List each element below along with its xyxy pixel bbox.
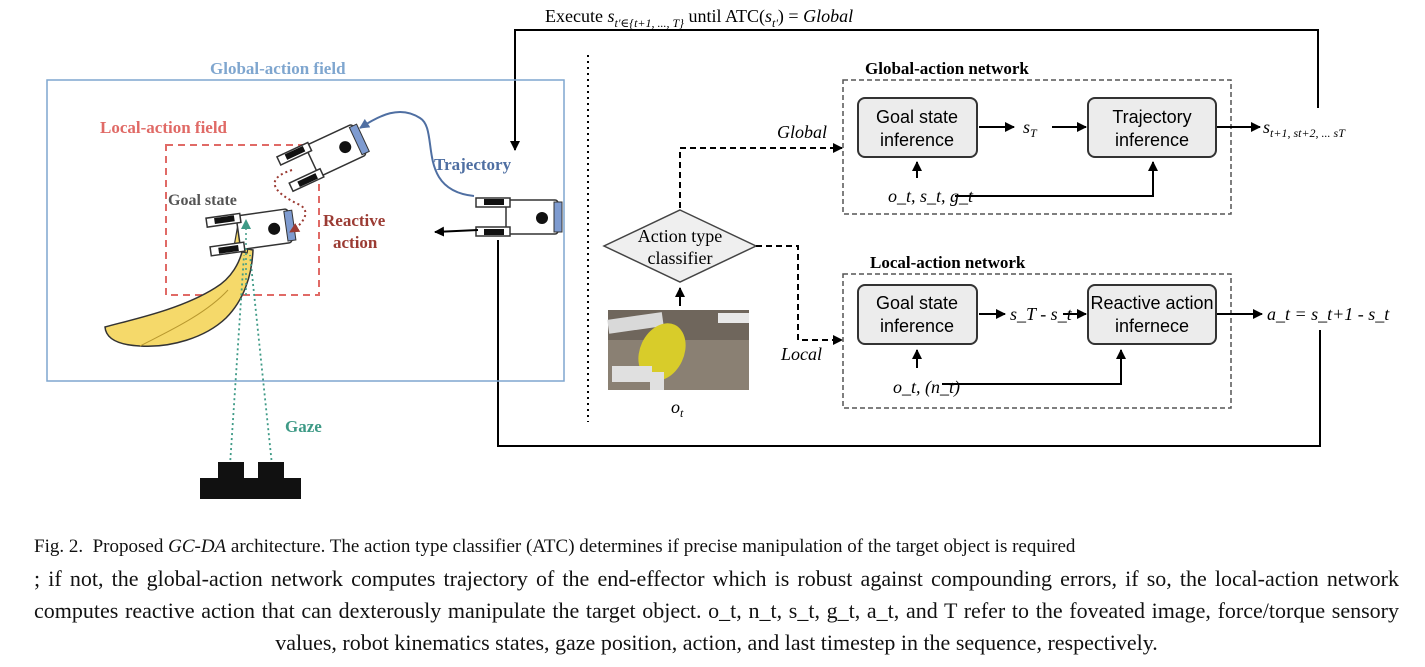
feedback-loop-top xyxy=(510,29,1319,151)
trajectory-arrow xyxy=(359,110,475,197)
global-branch-label: Global xyxy=(777,122,827,142)
banana-icon xyxy=(104,218,254,347)
architecture-diagram: Execute st'∈{t+1, ..., T} until ATC(st')… xyxy=(46,6,1390,499)
feedback-loop-bottom xyxy=(497,240,1321,447)
local-network-frame xyxy=(842,273,1232,409)
reactive-label-line2: action xyxy=(333,233,378,252)
eye-tracker-icon xyxy=(200,462,301,499)
global-output: st+1, st+2, ... sT xyxy=(1263,117,1346,140)
global-network-title: Global-action network xyxy=(865,59,1029,78)
gaze-label: Gaze xyxy=(285,417,322,436)
global-goal-line2: inference xyxy=(880,130,954,150)
trajectory-line1: Trajectory xyxy=(1112,107,1191,127)
goal-state-label: Goal state xyxy=(168,192,237,209)
goal-gripper-icon xyxy=(205,205,298,257)
figure-caption: Fig. 2. Proposed GC-DA architecture. The… xyxy=(34,534,1399,659)
execute-label: Execute st'∈{t+1, ..., T} until ATC(st')… xyxy=(545,6,853,30)
trajectory-inference-box xyxy=(1087,97,1217,158)
reactive-action-inference-box xyxy=(1087,284,1217,345)
local-action-field xyxy=(165,144,320,296)
global-goal-inference-box xyxy=(857,97,978,158)
global-field-label: Global-action field xyxy=(210,59,346,78)
local-branch-arrow xyxy=(756,245,843,345)
local-inputs: o_t, (n_t) xyxy=(893,377,960,398)
trajectory-line2: inference xyxy=(1115,130,1189,150)
image-label: ot xyxy=(671,397,684,420)
local-goal-line2: inference xyxy=(880,316,954,336)
local-branch-label: Local xyxy=(780,344,822,364)
classifier-line2: classifier xyxy=(648,248,713,268)
classifier-line1: Action type xyxy=(638,226,722,246)
local-mid-var: s_T - s_t xyxy=(1010,304,1073,324)
caption-model-name: GC-DA xyxy=(168,536,227,557)
local-output: a_t = s_t+1 - s_t xyxy=(1267,304,1390,324)
caption-body: ; if not, the global-action network comp… xyxy=(34,566,1399,655)
global-goal-line1: Goal state xyxy=(876,107,958,127)
current-gripper-icon xyxy=(475,197,563,237)
gaze-line-right xyxy=(249,254,273,466)
gripper-motion-arrow xyxy=(434,226,479,237)
caption-post: architecture. The action type classifier… xyxy=(226,536,1076,557)
reactive-line1: Reactive action xyxy=(1090,293,1213,313)
moving-gripper-icon xyxy=(276,119,372,193)
global-mid-var: sT xyxy=(1023,117,1038,140)
trajectory-label: Trajectory xyxy=(434,155,512,174)
global-input-arrow-2 xyxy=(955,161,1158,197)
gaze-line-left xyxy=(229,254,245,466)
global-inputs: o_t, s_t, g_t xyxy=(888,186,974,206)
caption-pre: Proposed xyxy=(92,536,169,557)
foveated-image xyxy=(607,310,749,390)
local-network-title: Local-action network xyxy=(870,253,1026,272)
local-input-arrow-2 xyxy=(942,349,1126,385)
local-goal-line1: Goal state xyxy=(876,293,958,313)
caption-line1: Fig. 2. Proposed GC-DA architecture. The… xyxy=(34,534,1399,560)
figure-number: Fig. 2. xyxy=(34,536,84,557)
reactive-label-line1: Reactive xyxy=(323,211,386,230)
global-action-field xyxy=(46,79,565,382)
local-field-label: Local-action field xyxy=(100,118,228,137)
global-network-frame xyxy=(842,79,1232,215)
reactive-line2: infernece xyxy=(1115,316,1189,336)
global-branch-arrow xyxy=(679,143,843,208)
local-goal-inference-box xyxy=(857,284,978,345)
action-type-classifier xyxy=(602,209,758,283)
